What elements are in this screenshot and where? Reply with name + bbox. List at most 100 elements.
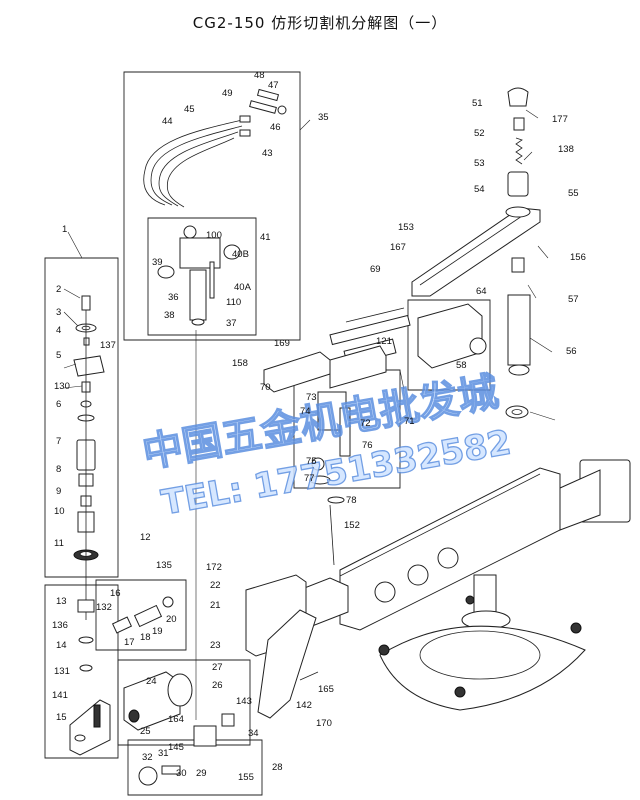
part-label: 76 bbox=[362, 440, 373, 451]
part-label: 49 bbox=[222, 88, 233, 99]
part-label: 131 bbox=[54, 666, 70, 677]
diagram-title: CG2-150 仿形切割机分解图（一） bbox=[192, 14, 448, 32]
part-label: 132 bbox=[96, 602, 112, 613]
left-column-parts bbox=[73, 295, 105, 620]
part-label: 31 bbox=[158, 748, 169, 759]
part-label: 8 bbox=[56, 464, 61, 475]
part-label: 51 bbox=[472, 98, 483, 109]
frame-group-12b bbox=[95, 579, 187, 651]
part-label: 9 bbox=[56, 486, 61, 497]
frame-group-1 bbox=[44, 257, 119, 578]
part-label: 169 bbox=[274, 338, 290, 349]
part-label: 10 bbox=[54, 506, 65, 517]
part-label: 78 bbox=[346, 495, 357, 506]
part-label: 167 bbox=[390, 242, 406, 253]
part-label: 11 bbox=[54, 538, 64, 549]
motor-parts bbox=[111, 596, 235, 786]
part-label: 27 bbox=[212, 662, 223, 673]
part-label: 110 bbox=[226, 297, 241, 308]
part-label: 100 bbox=[206, 230, 222, 241]
part-label: 46 bbox=[270, 122, 281, 133]
part-label: 75 bbox=[306, 456, 317, 467]
part-label: 29 bbox=[196, 768, 207, 779]
guide-block bbox=[417, 303, 487, 369]
part-label: 35 bbox=[318, 112, 329, 123]
part-label: 56 bbox=[566, 346, 577, 357]
part-label: 2 bbox=[56, 284, 61, 295]
center-carriage bbox=[263, 345, 387, 566]
part-label: 3 bbox=[56, 307, 61, 318]
part-label: 158 bbox=[232, 358, 248, 369]
left-bottom-parts bbox=[69, 599, 111, 756]
part-label: 47 bbox=[268, 80, 279, 91]
part-label: 44 bbox=[162, 116, 173, 127]
part-label: 16 bbox=[110, 588, 121, 599]
part-label: 32 bbox=[142, 752, 153, 763]
part-label: 54 bbox=[474, 184, 485, 195]
part-label: 121 bbox=[376, 336, 392, 347]
part-label: 137 bbox=[100, 340, 116, 351]
part-label: 40B bbox=[232, 249, 249, 260]
part-label: 64 bbox=[476, 286, 487, 297]
part-label: 153 bbox=[398, 222, 414, 233]
part-label: 21 bbox=[210, 600, 221, 611]
part-label: 23 bbox=[210, 640, 221, 651]
part-labels: 1 2 3 4 5 6 7 8 9 10 11 12 13 14 15 16 1… bbox=[52, 70, 586, 783]
part-label: 30 bbox=[176, 768, 187, 779]
valve-block bbox=[157, 225, 241, 720]
part-label: 170 bbox=[316, 718, 332, 729]
part-label: 141 bbox=[52, 690, 68, 701]
part-label: 55 bbox=[568, 188, 579, 199]
right-column-parts bbox=[505, 87, 531, 419]
part-label: 15 bbox=[56, 712, 67, 723]
part-label: 13 bbox=[56, 596, 67, 607]
part-label: 164 bbox=[168, 714, 184, 725]
frame-group-12 bbox=[44, 584, 119, 759]
main-frame bbox=[245, 459, 631, 719]
part-label: 177 bbox=[552, 114, 568, 125]
part-label: 77 bbox=[304, 473, 315, 484]
part-label: 26 bbox=[212, 680, 223, 691]
part-label: 4 bbox=[56, 325, 61, 336]
part-label: 58 bbox=[456, 360, 467, 371]
part-label: 48 bbox=[254, 70, 265, 81]
part-label: 39 bbox=[152, 257, 163, 268]
part-label: 73 bbox=[306, 392, 317, 403]
upper-arm bbox=[411, 206, 541, 297]
part-label: 18 bbox=[140, 632, 151, 643]
part-label: 45 bbox=[184, 104, 195, 115]
leader-lines bbox=[63, 109, 556, 421]
part-label: 19 bbox=[152, 626, 163, 637]
part-label: 25 bbox=[140, 726, 151, 737]
part-label: 36 bbox=[168, 292, 179, 303]
part-label: 52 bbox=[474, 128, 485, 139]
part-label: 41 bbox=[260, 232, 271, 243]
part-label: 43 bbox=[262, 148, 273, 159]
part-label: 28 bbox=[272, 762, 283, 773]
frame-group-28 bbox=[127, 739, 263, 796]
hose-assembly bbox=[143, 88, 287, 208]
part-label: 71 bbox=[404, 416, 415, 427]
part-label: 142 bbox=[296, 700, 312, 711]
part-label: 152 bbox=[344, 520, 360, 531]
part-label: 136 bbox=[52, 620, 68, 631]
part-label: 135 bbox=[156, 560, 172, 571]
part-label: 5 bbox=[56, 350, 61, 361]
part-label: 72 bbox=[360, 418, 371, 429]
part-label: 1 bbox=[62, 224, 67, 235]
part-label: 20 bbox=[166, 614, 177, 625]
part-label: 156 bbox=[570, 252, 586, 263]
part-label: 69 bbox=[370, 264, 381, 275]
part-label: 34 bbox=[248, 728, 259, 739]
frame-group-41 bbox=[147, 217, 257, 336]
part-label: 6 bbox=[56, 399, 61, 410]
part-label: 145 bbox=[168, 742, 184, 753]
part-label: 130 bbox=[54, 381, 70, 392]
part-label: 165 bbox=[318, 684, 334, 695]
part-label: 155 bbox=[238, 772, 254, 783]
part-label: 172 bbox=[206, 562, 222, 573]
part-label: 38 bbox=[164, 310, 175, 321]
base-stand bbox=[378, 574, 586, 711]
part-label: 40A bbox=[234, 282, 252, 293]
